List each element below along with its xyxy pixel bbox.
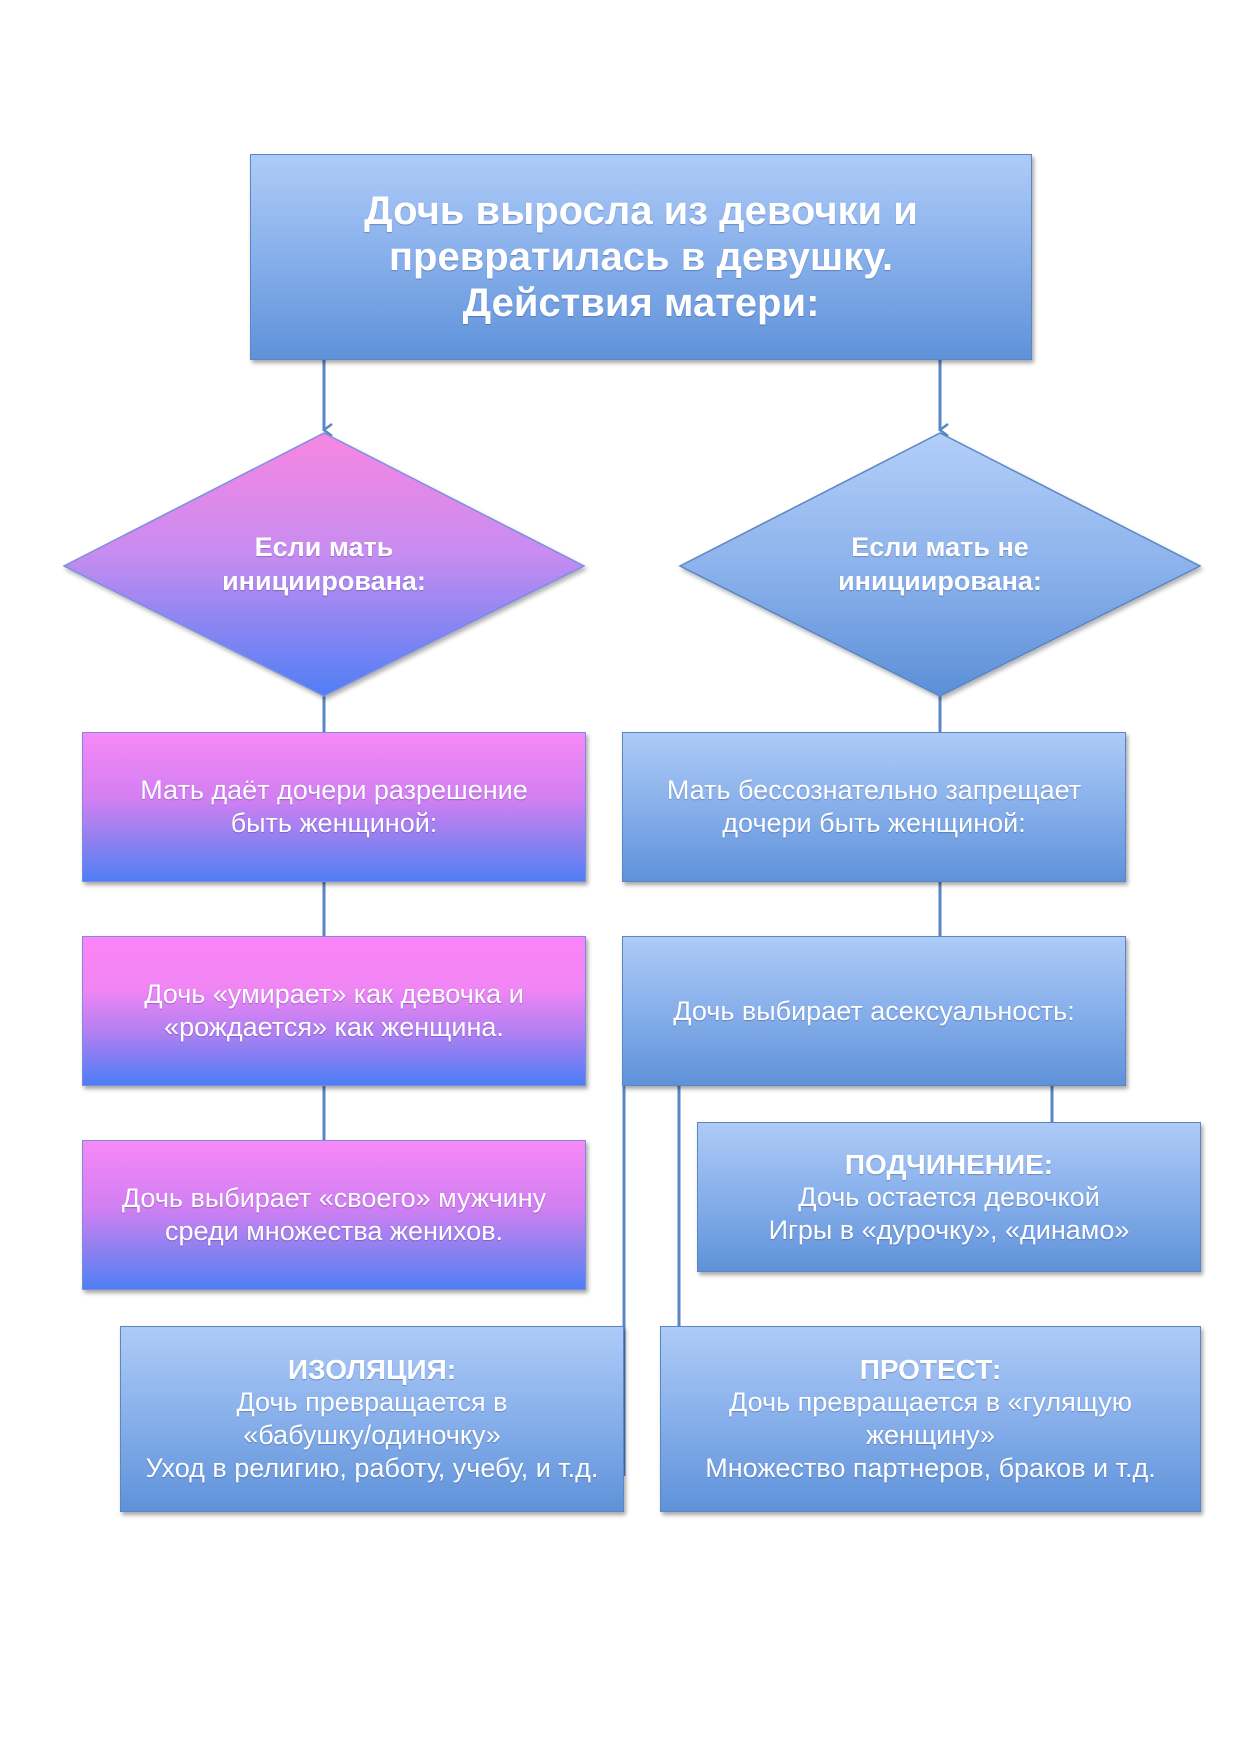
left-decision-diamond <box>62 432 586 697</box>
left-step-3-box: Дочь выбирает «своего» мужчину среди мно… <box>82 1140 586 1290</box>
submission-box: ПОДЧИНЕНИЕ: Дочь остается девочкой Игры … <box>697 1122 1201 1272</box>
left-step-3-text: Дочь выбирает «своего» мужчину среди мно… <box>121 1183 547 1246</box>
isolation-line-2: Уход в религию, работу, учебу, и т.д. <box>145 1453 599 1483</box>
title-line-2: превратилась в девушку. <box>388 235 894 279</box>
protest-heading: ПРОТЕСТ: <box>859 1354 1002 1385</box>
left-decision-line-1: Если мать <box>254 532 394 562</box>
title-box: Дочь выросла из девочки и превратилась в… <box>250 154 1032 360</box>
submission-line-1: Дочь остается девочкой <box>798 1181 1100 1212</box>
right-step-2-text: Дочь выбирает асексуальность: <box>673 995 1075 1026</box>
left-decision-line-2: инициирована: <box>222 566 426 596</box>
right-decision-diamond <box>678 432 1202 697</box>
protest-line-2: Множество партнеров, браков и т.д. <box>705 1453 1156 1483</box>
submission-heading: ПОДЧИНЕНИЕ: <box>844 1148 1054 1180</box>
protest-box: ПРОТЕСТ: Дочь превращается в «гулящую же… <box>660 1326 1201 1512</box>
isolation-box: ИЗОЛЯЦИЯ: Дочь превращается в «бабушку/о… <box>120 1326 624 1512</box>
right-step-1-box: Мать бессознательно запрещает дочери быт… <box>622 732 1126 882</box>
isolation-heading: ИЗОЛЯЦИЯ: <box>287 1354 457 1385</box>
protest-line-1: Дочь превращается в «гулящую женщину» <box>729 1387 1132 1450</box>
left-step-2-text: Дочь «умирает» как девочка и «рождается»… <box>144 979 524 1042</box>
left-step-1-text: Мать даёт дочери разрешение быть женщино… <box>140 775 528 838</box>
right-decision-line-2: инициирована: <box>838 566 1042 596</box>
left-decision-label: Если мать инициирована: <box>174 530 474 598</box>
left-step-2-box: Дочь «умирает» как девочка и «рождается»… <box>82 936 586 1086</box>
left-step-1-box: Мать даёт дочери разрешение быть женщино… <box>82 732 586 882</box>
isolation-line-1: Дочь превращается в «бабушку/одиночку» <box>236 1387 508 1450</box>
title-line-1: Дочь выросла из девочки и <box>364 189 918 233</box>
right-decision-label: Если мать не инициирована: <box>790 530 1090 598</box>
title-line-3: Действия матери: <box>462 281 820 325</box>
right-step-2-box: Дочь выбирает асексуальность: <box>622 936 1126 1086</box>
submission-line-2: Игры в «дурочку», «динамо» <box>768 1214 1130 1245</box>
right-decision-line-1: Если мать не <box>851 532 1029 562</box>
right-step-1-text: Мать бессознательно запрещает дочери быт… <box>666 775 1082 838</box>
